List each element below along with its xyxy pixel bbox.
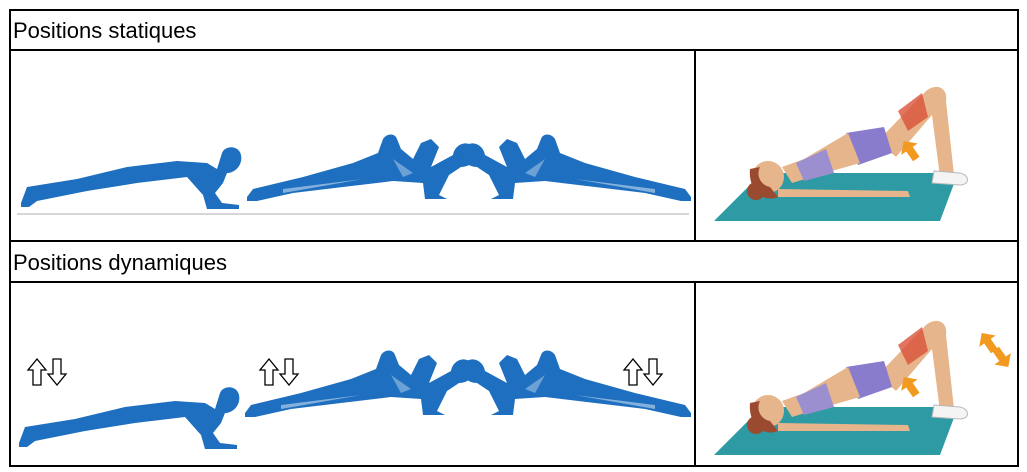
glute-bridge-figure <box>713 86 968 222</box>
side-plank-figure-left <box>247 134 477 201</box>
dynamic-bridge-figure <box>696 283 1017 465</box>
table-border-3 <box>9 281 1019 283</box>
plank-figure <box>21 147 242 209</box>
side-plank-figure-left <box>245 350 475 417</box>
table-border-1 <box>9 49 1019 51</box>
table-divider-dynamic <box>694 281 696 467</box>
table-border-bottom <box>9 465 1019 467</box>
table-border-right <box>1017 9 1019 467</box>
static-bridge-figure <box>696 51 1017 240</box>
up-down-arrows-icon <box>27 358 67 386</box>
up-down-arrows-icon <box>623 358 663 386</box>
plank-figure <box>19 387 240 449</box>
side-plank-figure-right <box>461 134 691 201</box>
exercise-table: Positions statiques Positions dynamiques <box>9 9 1019 467</box>
section-title-static: Positions statiques <box>13 18 197 43</box>
table-border-2 <box>9 240 1019 242</box>
static-plank-figures <box>11 51 694 240</box>
table-border-top <box>9 9 1019 11</box>
table-border-left <box>9 9 11 467</box>
glute-bridge-figure <box>713 320 968 456</box>
section-title-dynamic: Positions dynamiques <box>13 250 228 275</box>
up-down-arrows-icon <box>259 358 299 386</box>
dynamic-plank-figures <box>11 283 694 465</box>
table-divider-static <box>694 49 696 242</box>
